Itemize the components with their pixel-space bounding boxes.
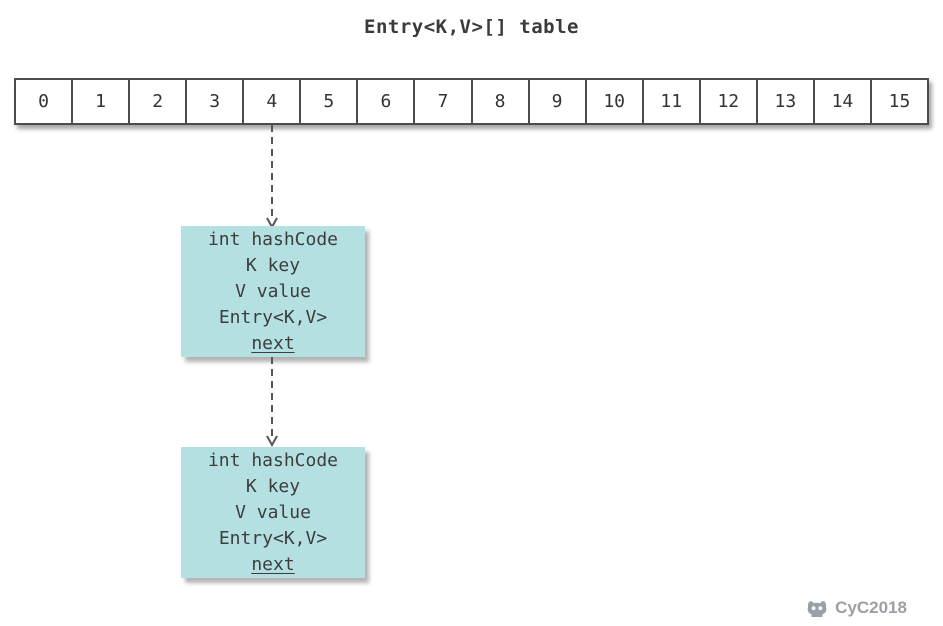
field-hashcode: int hashCode [207, 228, 339, 250]
field-next: next [251, 332, 295, 354]
array-cell-13: 13 [758, 80, 815, 123]
diagram-title: Entry<K,V>[] table [364, 16, 579, 38]
field-value: V value [235, 501, 311, 523]
field-key: K key [245, 254, 301, 276]
array-cell-9: 9 [530, 80, 587, 123]
field-key: K key [245, 475, 301, 497]
field-entry-type: Entry<K,V> [218, 306, 328, 328]
field-value: V value [235, 280, 311, 302]
array-cell-0: 0 [16, 80, 74, 123]
array-cell-12: 12 [701, 80, 758, 123]
entry-node-2: int hashCode K key V value Entry<K,V> ne… [181, 447, 365, 578]
field-next: next [251, 553, 295, 575]
array-cell-15: 15 [888, 91, 911, 112]
watermark: CyC2018 [805, 598, 907, 618]
array-cell-1: 1 [73, 80, 131, 123]
array-cell-5: 5 [301, 80, 359, 123]
watermark-text: CyC2018 [835, 598, 907, 617]
array-cell-2: 2 [130, 80, 188, 123]
array-cell-11: 11 [644, 80, 701, 123]
field-hashcode: int hashCode [207, 449, 339, 471]
entry-node-1: int hashCode K key V value Entry<K,V> ne… [181, 226, 365, 357]
arrow-array-to-node-icon [266, 125, 278, 229]
cat-logo-icon [805, 598, 829, 618]
hash-table-array: 0 1 2 3 4 5 6 7 8 9 10 11 12 13 14 15 [14, 78, 929, 125]
array-cell-8: 8 [473, 80, 530, 123]
array-cell-6: 6 [358, 80, 416, 123]
array-cell-7: 7 [415, 80, 473, 123]
arrow-node-to-node-icon [266, 357, 278, 447]
array-cell-4: 4 [244, 80, 302, 123]
array-cell-10: 10 [587, 80, 644, 123]
array-cell-3: 3 [187, 80, 245, 123]
field-entry-type: Entry<K,V> [218, 527, 328, 549]
array-cell-14: 14 [815, 80, 872, 123]
